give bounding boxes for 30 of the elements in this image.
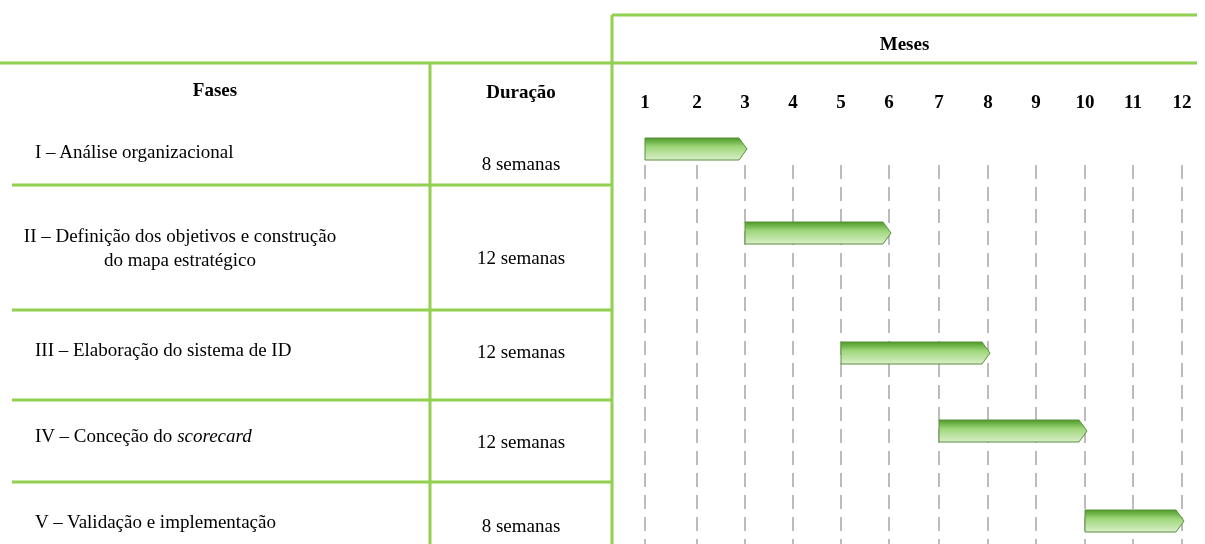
phase-name: I – Análise organizacional: [35, 140, 235, 164]
gantt-bar: [938, 419, 1088, 443]
duration: 8 semanas: [480, 152, 562, 176]
duration: 12 semanas: [475, 246, 567, 270]
phase-name: III – Elaboração do sistema de ID: [35, 338, 293, 362]
month-number: 11: [1123, 90, 1143, 114]
phase-name: II – Definição dos objetivos e construção do mapa estratégico: [22, 224, 338, 272]
column-header: Meses: [878, 32, 931, 56]
gantt-bar: [840, 341, 991, 365]
month-number: 2: [691, 90, 703, 114]
gantt-bar: [1084, 509, 1185, 533]
phase-name: V – Validação e implementação: [35, 510, 277, 534]
month-number: 7: [933, 90, 945, 114]
column-header: Duração: [485, 80, 557, 104]
gantt-bar: [644, 137, 748, 161]
month-number: 10: [1074, 90, 1096, 114]
month-number: 8: [982, 90, 994, 114]
month-number: 6: [883, 90, 895, 114]
month-number: 12: [1171, 90, 1193, 114]
duration: 12 semanas: [475, 430, 567, 454]
column-header: Fases: [191, 78, 239, 102]
month-number: 4: [787, 90, 799, 114]
gantt-bar: [744, 221, 892, 245]
month-number: 9: [1030, 90, 1042, 114]
month-number: 1: [639, 90, 651, 114]
duration: 12 semanas: [475, 340, 567, 364]
phase-name: IV – Conceção do scorecard: [35, 424, 253, 448]
duration: 8 semanas: [480, 514, 562, 538]
month-number: 3: [739, 90, 751, 114]
month-number: 5: [835, 90, 847, 114]
